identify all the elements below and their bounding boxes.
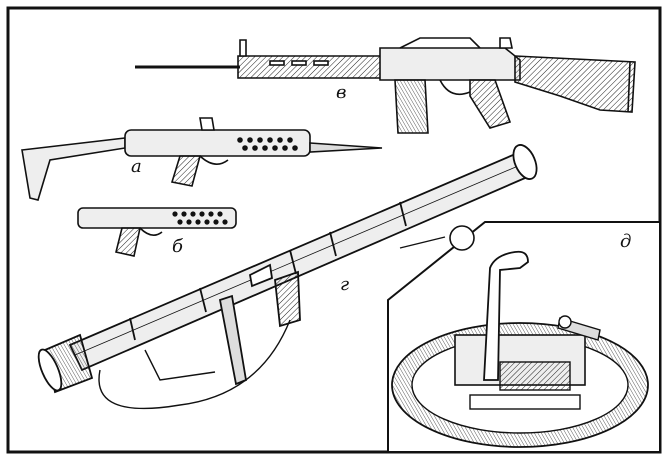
label-g: г bbox=[340, 274, 350, 295]
bazooka-drawing bbox=[37, 144, 538, 410]
label-a: а bbox=[131, 156, 142, 177]
rifle-drawing bbox=[135, 37, 636, 134]
smg-bayonet-drawing bbox=[21, 117, 383, 201]
label-v: в bbox=[336, 82, 347, 103]
detail-inset bbox=[387, 221, 661, 453]
label-b: б bbox=[172, 236, 183, 257]
label-d: д bbox=[620, 231, 632, 252]
smg-drawing bbox=[77, 207, 237, 257]
